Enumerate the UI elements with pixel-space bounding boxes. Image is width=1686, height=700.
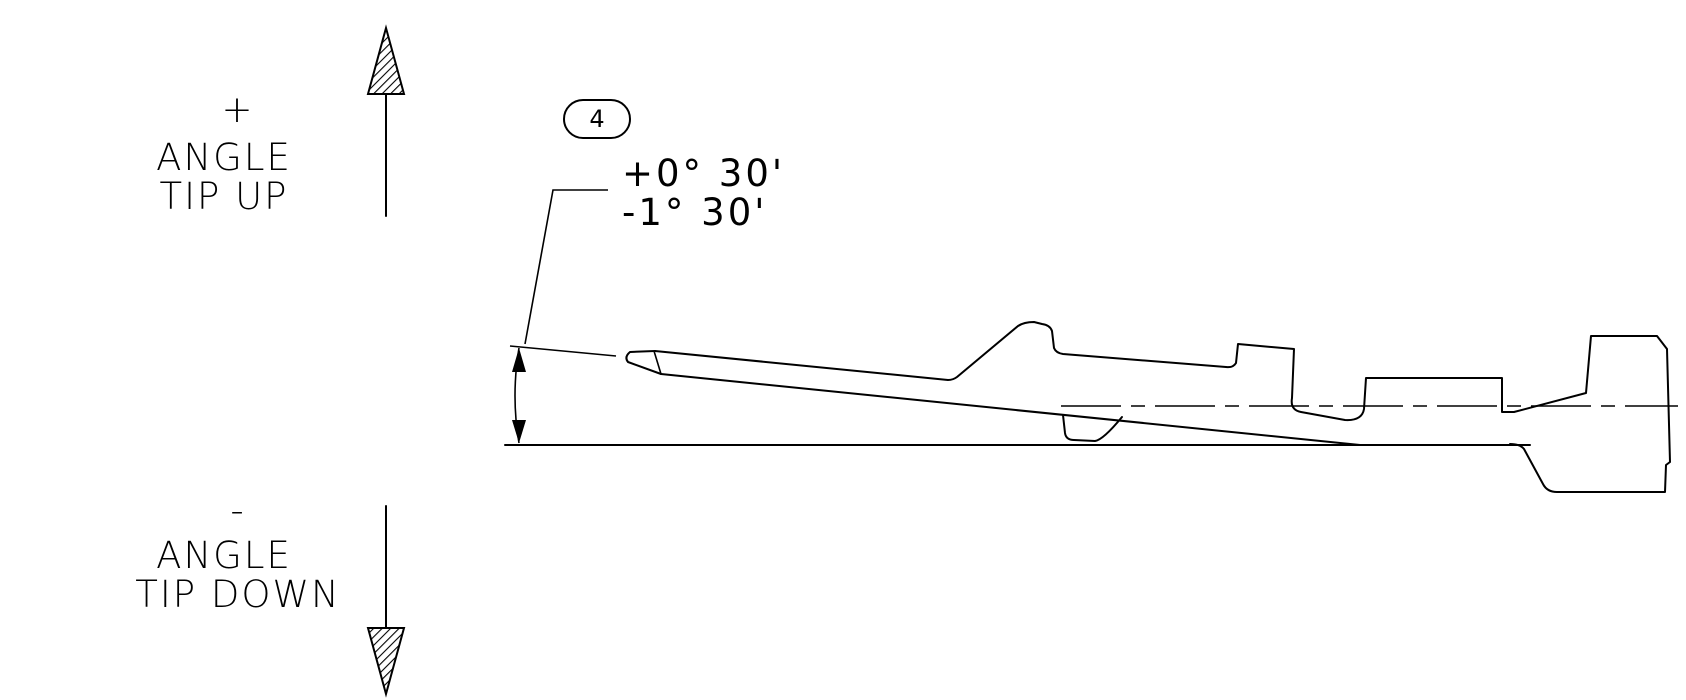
legend-up-label-angle: ANGLE — [156, 136, 292, 179]
legend-down-sign: - — [230, 489, 245, 532]
contact-body-upper-edge — [654, 321, 1671, 493]
angle-arrow-down-icon — [512, 420, 526, 443]
contact-tip — [625, 350, 662, 375]
legend-up-sign: + — [221, 88, 254, 131]
callout-leader-line — [524, 189, 608, 345]
angle-callout: 4 +0° 30' -1° 30' — [524, 99, 785, 345]
callout-balloon — [563, 99, 631, 139]
legend-up-label-tip: TIP UP — [160, 175, 289, 218]
contact-pin-lower-edge — [660, 373, 1361, 446]
up-arrow-head-icon — [366, 24, 406, 95]
down-arrow-head-icon — [366, 627, 406, 698]
tolerance-minus: -1° 30' — [622, 191, 767, 234]
angle-arrow-up-icon — [512, 348, 526, 372]
legend-tip-down: - ANGLE TIP DOWN — [135, 489, 406, 698]
legend-tip-up: + ANGLE TIP UP — [156, 24, 406, 218]
callout-balloon-number: 4 — [589, 105, 604, 133]
contact-tip-shoulder — [653, 350, 662, 375]
legend-down-label-tip: TIP DOWN — [135, 573, 340, 616]
angle-dimension — [504, 345, 1531, 446]
tolerance-plus: +0° 30' — [622, 152, 785, 195]
contact-part-outline — [625, 321, 1678, 493]
contact-lower-tab — [1062, 414, 1123, 442]
angle-extension-line — [509, 345, 617, 357]
legend-down-label-angle: ANGLE — [156, 534, 292, 577]
